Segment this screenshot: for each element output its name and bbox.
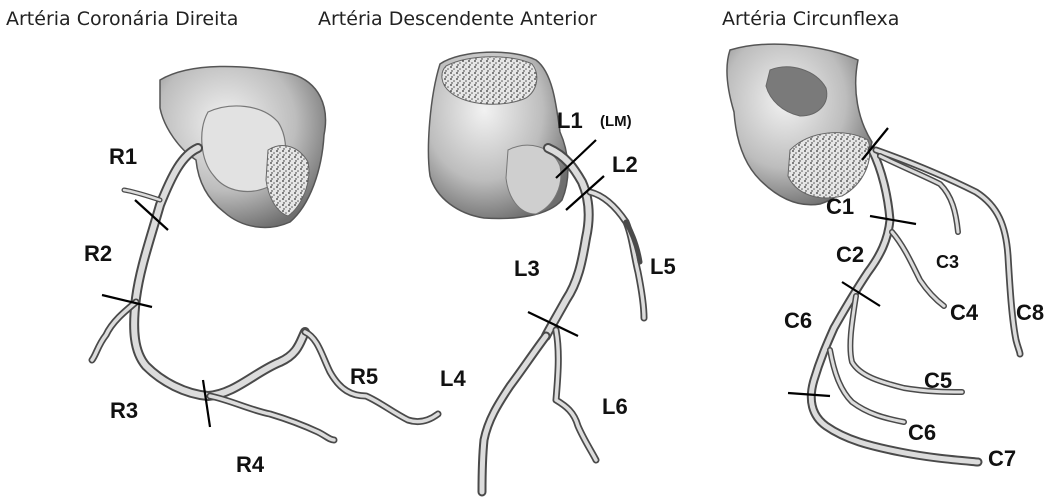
label-L5: L5 xyxy=(650,254,676,279)
label-L2: L2 xyxy=(612,152,638,177)
label-C6-upper: C6 xyxy=(784,308,812,333)
label-R5: R5 xyxy=(350,364,378,389)
label-C5: C5 xyxy=(924,368,952,393)
label-L6: L6 xyxy=(602,394,628,419)
label-R1: R1 xyxy=(109,144,137,169)
label-C4: C4 xyxy=(950,300,979,325)
label-LM: (LM) xyxy=(600,113,632,130)
label-C3: C3 xyxy=(936,252,959,272)
label-C2: C2 xyxy=(836,242,864,267)
label-C7: C7 xyxy=(988,446,1016,471)
label-L3: L3 xyxy=(514,256,540,281)
label-C1: C1 xyxy=(826,194,854,219)
label-L1: L1 xyxy=(557,108,583,133)
label-C8: C8 xyxy=(1016,300,1044,325)
lcx-panel: C1 C2 C3 C4 C5 C6 C6 C7 C8 xyxy=(727,44,1044,471)
label-R2: R2 xyxy=(84,241,112,266)
label-R3: R3 xyxy=(110,398,138,423)
lcx-aortic-root xyxy=(727,44,872,205)
rca-aortic-root xyxy=(160,66,326,227)
label-R4: R4 xyxy=(236,452,265,477)
label-L4: L4 xyxy=(440,366,466,391)
rca-panel: R1 R2 R3 R4 R5 xyxy=(84,66,438,477)
lad-panel: L1 (LM) L2 L3 L4 L5 L6 xyxy=(428,52,675,492)
lad-aortic-root xyxy=(428,52,567,218)
label-C6-lower: C6 xyxy=(908,420,936,445)
